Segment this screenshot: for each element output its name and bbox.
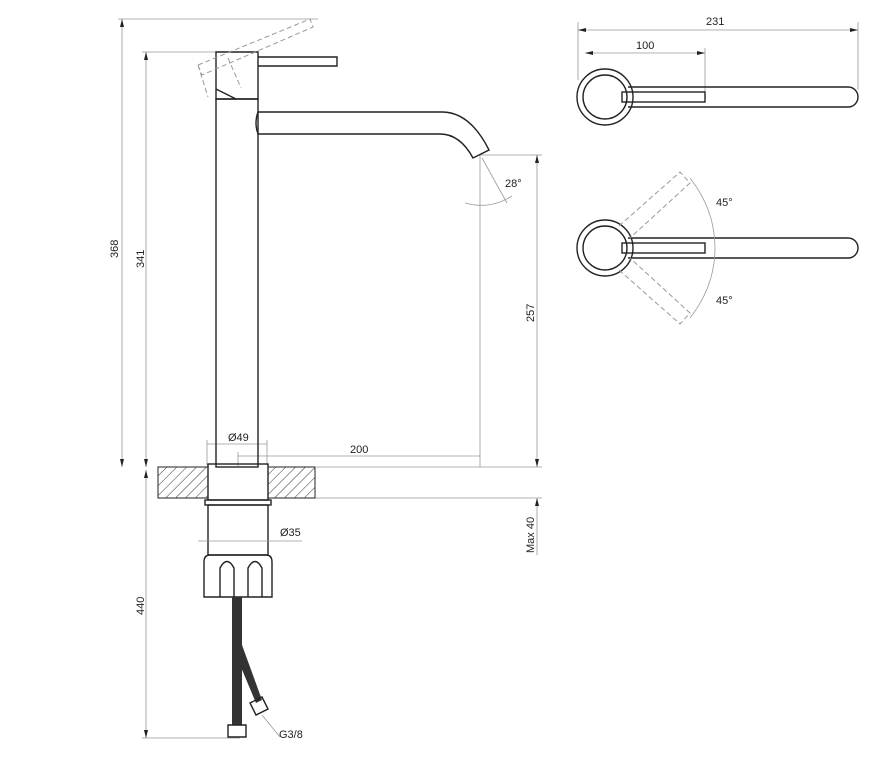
dia-49-label: Ø49: [228, 432, 249, 444]
hose-1-fitting: [227, 724, 247, 738]
fluted-nut: [203, 554, 273, 598]
top-view-length: 231 100: [576, 16, 859, 126]
counter-section-right: [267, 466, 316, 499]
lever-rotated-left-ghost: [618, 171, 691, 239]
dimension-368: 368: [109, 18, 318, 467]
angle-45-down-label: 45°: [716, 295, 733, 307]
spout: [255, 111, 490, 159]
dimension-28-deg: 28°: [464, 157, 522, 206]
dimension-35: Ø35: [198, 527, 302, 542]
hose-2: [238, 645, 262, 703]
lever-slot: [621, 91, 706, 103]
dim-257-label: 257: [525, 304, 537, 322]
lever-raised-ghost: [197, 18, 314, 98]
dim-100-label: 100: [636, 40, 654, 52]
angle-28-label: 28°: [505, 178, 522, 190]
counter-section-left: [157, 466, 209, 499]
dimension-49: Ø49: [206, 432, 268, 465]
body-inner-circle: [582, 74, 628, 120]
hose-2-fitting: [249, 696, 269, 716]
lever-slot: [621, 242, 706, 254]
dim-341-label: 341: [135, 250, 147, 268]
dimension-341: 341: [135, 51, 216, 467]
faucet-body: [215, 98, 259, 468]
hose-1: [232, 597, 242, 725]
side-view: 368 341 440 257 Max 40: [109, 18, 542, 741]
angle-45-up-label: 45°: [716, 197, 733, 209]
dimension-200: 200: [237, 444, 480, 466]
dim-368-label: 368: [109, 240, 121, 258]
body-circle: [576, 68, 634, 126]
mounting-nut: [204, 499, 272, 506]
rotation-arc: [689, 177, 716, 319]
dimension-257: 257: [479, 154, 542, 467]
body-inner-circle: [582, 225, 628, 271]
thread-g38-label: G3/8: [279, 729, 303, 741]
dim-max40-label: Max 40: [525, 517, 537, 553]
dim-440-label: 440: [135, 597, 147, 615]
lever: [258, 56, 338, 67]
dim-231-label: 231: [706, 16, 724, 28]
lever-top: [628, 86, 859, 108]
lever-top: [628, 237, 859, 259]
body-circle: [576, 219, 634, 277]
lever-rotated-right-ghost: [618, 257, 691, 325]
dimension-max-40: Max 40: [315, 497, 542, 555]
base-flange: [207, 463, 269, 501]
handle-block: [215, 51, 259, 100]
dia-35-label: Ø35: [280, 527, 301, 539]
reach-200-label: 200: [350, 444, 368, 456]
top-view-rotation: 45° 45°: [576, 171, 859, 325]
shank: [207, 504, 269, 556]
dimension-440: 440: [135, 470, 240, 739]
